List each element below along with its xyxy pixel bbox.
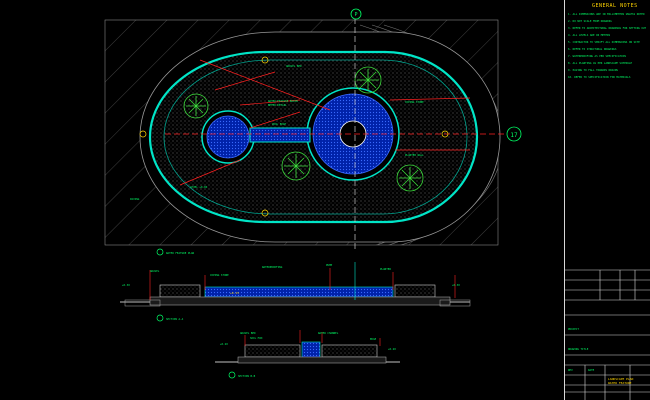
svg-text:GRAVEL BED: GRAVEL BED (286, 64, 302, 68)
grid-marker-right: 17 (506, 126, 522, 142)
svg-text:+0.30: +0.30 (122, 283, 130, 287)
svg-text:COPING STONE: COPING STONE (210, 273, 229, 277)
note-line: 10. REFER TO SPECIFICATION FOR MATERIALS (568, 76, 631, 79)
title-block-grid (564, 269, 650, 400)
svg-text:WATER FEATURE BASIN: WATER FEATURE BASIN (268, 99, 298, 103)
grid-marker-top-label: P (354, 12, 357, 18)
title-block-text: PROJECT DRAWING TITLE REV DATE LANDSCAPE… (568, 327, 633, 385)
svg-text:WATER CHANNEL: WATER CHANNEL (318, 331, 339, 335)
svg-text:PLANTER WALL: PLANTER WALL (405, 153, 424, 157)
plan-annotations: WATER FEATURE BASIN REFER DETAIL POOL ED… (130, 64, 424, 201)
svg-text:PUMP: PUMP (326, 263, 333, 267)
note-line: 1. ALL DIMENSIONS ARE IN MILLIMETERS UNL… (568, 13, 645, 16)
plan-callout: WATER FEATURE PLAN (156, 248, 195, 256)
section-a-label: SECTION A-A (166, 317, 184, 321)
svg-text:WATERPROOFING: WATERPROOFING (262, 265, 283, 269)
svg-text:GRAVEL BED: GRAVEL BED (240, 331, 256, 335)
section-b-label: SECTION B-B (238, 374, 256, 378)
svg-text:GRAVEL: GRAVEL (150, 269, 160, 273)
dimension-lines (165, 18, 515, 250)
project-label: PROJECT (568, 327, 579, 331)
date-label: DATE (588, 368, 595, 372)
svg-text:POOL EDGE: POOL EDGE (272, 122, 286, 126)
section-markers (139, 56, 449, 217)
svg-text:+0.20: +0.20 (388, 347, 396, 351)
section-a: GRAVEL COPING STONE WATERPROOFING PUMP P… (120, 262, 471, 322)
svg-text:LEVEL +0.00: LEVEL +0.00 (190, 185, 208, 189)
svg-text:+0.30: +0.30 (452, 283, 460, 287)
svg-text:+0.15: +0.15 (230, 291, 239, 295)
svg-text:LANDSCAPE PLAN: LANDSCAPE PLAN (608, 377, 633, 381)
svg-text:PLANTER: PLANTER (380, 267, 391, 271)
note-line: 7. WATERPROOFING AS PER SPECIFICATION (568, 55, 626, 58)
svg-text:PAVING: PAVING (130, 197, 140, 201)
svg-text:COPING STONE: COPING STONE (405, 100, 424, 104)
svg-text:REFER DETAIL: REFER DETAIL (268, 103, 287, 107)
note-line: 6. REFER TO STRUCTURAL DRAWINGS (568, 48, 617, 51)
plan-callout-label: WATER FEATURE PLAN (166, 251, 195, 255)
title-block-panel (564, 0, 650, 400)
channel (249, 127, 311, 143)
section-b: GRAVEL BED SOIL MIX WATER CHANNEL EDGE +… (215, 330, 400, 379)
svg-text:WATER FEATURE: WATER FEATURE (608, 381, 632, 385)
note-line: 3. REFER TO ARCHITECTURAL DRAWINGS FOR S… (568, 27, 647, 30)
tree-symbols (183, 66, 424, 192)
svg-text:+0.20: +0.20 (220, 342, 228, 346)
rev-label: REV (568, 368, 573, 372)
note-line: 8. ALL PLANTING AS PER LANDSCAPE SCHEDUL… (568, 62, 633, 65)
note-line: 2. DO NOT SCALE FROM DRAWING (568, 20, 612, 23)
grid-marker-top: P (350, 8, 362, 20)
note-line: 9. PAVING TO FALL TOWARDS DRAINS (568, 69, 618, 72)
grid-marker-right-label: 17 (510, 132, 518, 139)
svg-text:SOIL MIX: SOIL MIX (250, 336, 263, 340)
note-line: 4. ALL LEVELS ARE IN METERS (568, 34, 611, 37)
large-pool (306, 87, 400, 181)
drawing-title-label: DRAWING TITLE (568, 347, 589, 351)
small-pool (201, 110, 255, 164)
svg-text:EDGE: EDGE (370, 337, 377, 341)
general-notes-heading: GENERAL NOTES (592, 3, 638, 9)
note-line: 5. CONTRACTOR TO VERIFY ALL DIMENSIONS O… (568, 41, 640, 44)
